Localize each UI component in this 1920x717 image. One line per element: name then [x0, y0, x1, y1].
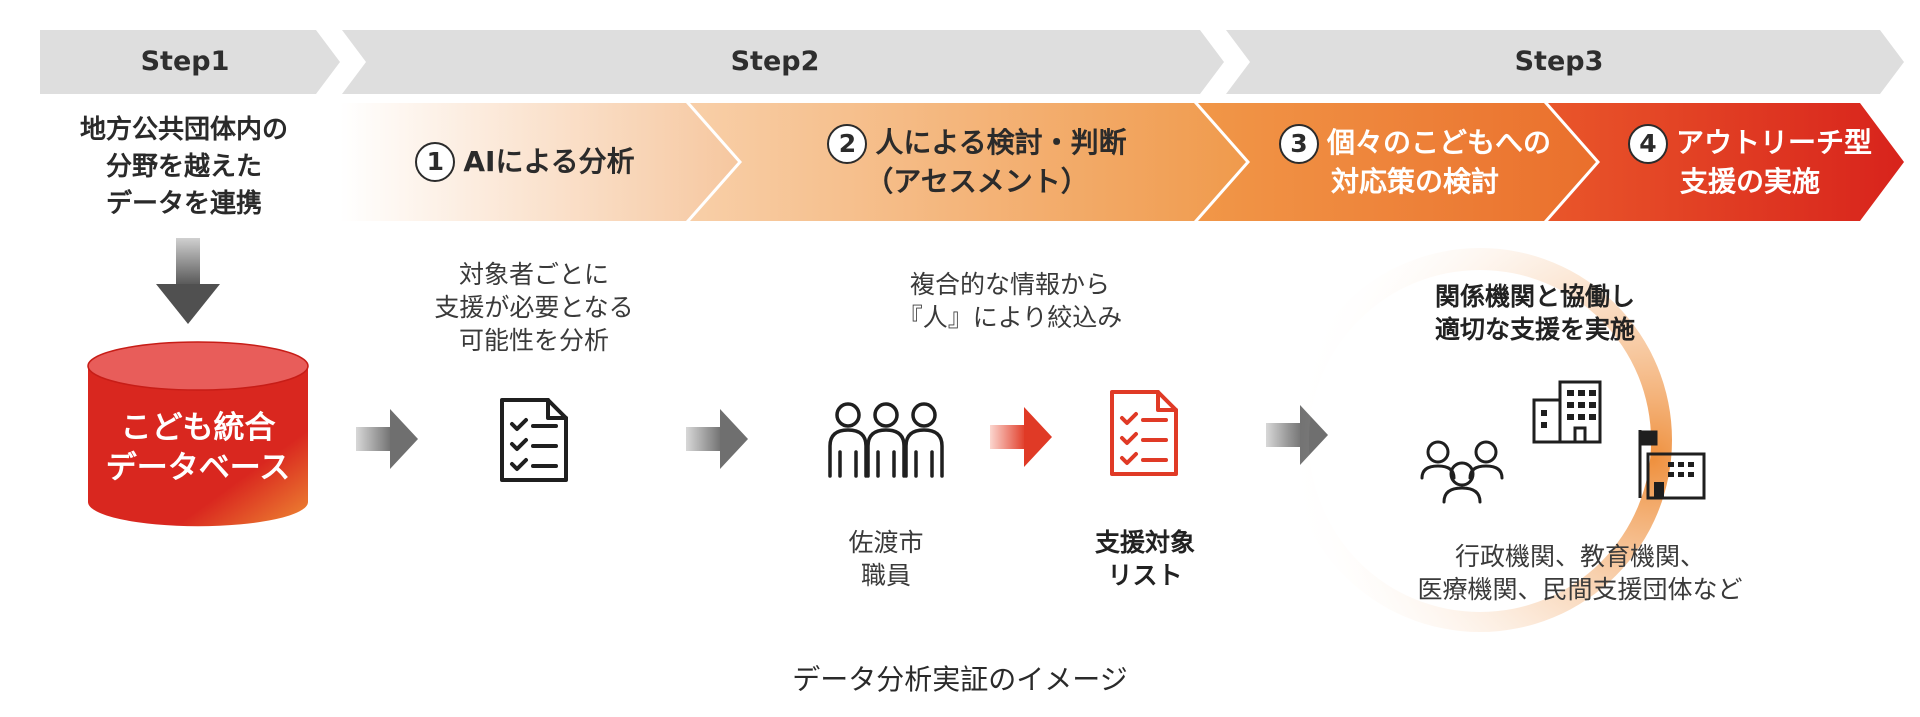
office-building-icon: [1532, 380, 1602, 444]
database-label: こども統合 データベース: [88, 408, 308, 488]
people-icon: [828, 402, 944, 478]
agencies-line: 行政機関、教育機関、: [1454, 542, 1705, 571]
school-building-icon: [1638, 430, 1706, 500]
figure-caption: データ分析実証のイメージ: [792, 663, 1128, 696]
support-title: 関係機関と協働し 適切な支援を実施: [1400, 280, 1670, 346]
staff-label: 佐渡市 職員: [816, 526, 956, 592]
database-icon: [87, 341, 309, 527]
agencies-line: 医療機関、民間支援団体など: [1417, 575, 1743, 604]
support-title-line: 適切な支援を実施: [1434, 315, 1635, 344]
flow-arrow-1: [356, 409, 418, 469]
step1-description-line: 地方公共団体内の: [79, 115, 288, 145]
analysis-note-line: 対象者ごとに: [458, 260, 609, 289]
phase-title-line: 個々のこどもへの: [1326, 126, 1551, 159]
step3-bar: [1226, 30, 1904, 94]
staff-label-line: 佐渡市: [848, 528, 924, 557]
analysis-note-line: 可能性を分析: [458, 326, 609, 355]
agencies-label: 行政機関、教育機関、 医療機関、民間支援団体など: [1390, 540, 1770, 606]
flow-arrow-2: [686, 409, 748, 469]
phase-number-badge: 1: [415, 142, 456, 182]
phase-title-line: 対応策の検討: [1330, 165, 1499, 198]
checklist-document-icon: [500, 398, 568, 482]
phase-title-line: 支援の実施: [1679, 165, 1820, 198]
phase-title-line: アウトリーチ型: [1675, 126, 1872, 159]
step3-label: Step3: [1514, 46, 1604, 77]
assessment-note: 複合的な情報から 『人』により絞込み: [860, 268, 1160, 334]
step1-bar: [40, 30, 340, 94]
support-target-list-label: 支援対象 リスト: [1080, 526, 1210, 592]
database-label-line: こども統合: [120, 410, 276, 446]
step2-bar: [342, 30, 1224, 94]
down-arrow-icon: [156, 238, 220, 324]
analysis-note-line: 支援が必要となる: [434, 293, 634, 322]
group-icon: [1420, 440, 1504, 504]
step1-description-line: 分野を越えた: [105, 152, 262, 182]
step1-description-line: データを連携: [105, 189, 262, 219]
phase-number-badge: 2: [827, 124, 868, 164]
step1-label: Step1: [140, 46, 230, 77]
step2-label: Step2: [730, 46, 820, 77]
phase-number-badge: 4: [1627, 124, 1668, 164]
step1-description: 地方公共団体内の 分野を越えた データを連携: [34, 112, 334, 223]
phase-1-title: AIによる分析: [463, 144, 634, 180]
phase-title-line: AIによる分析: [463, 145, 635, 178]
phase1-chevron: [340, 103, 738, 221]
staff-label-line: 職員: [860, 561, 911, 590]
flow-arrow-3-red: [990, 407, 1052, 467]
assessment-note-line: 複合的な情報から: [909, 270, 1110, 299]
database-label-line: データベース: [105, 450, 291, 486]
phase-title-line: 人による検討・判断: [875, 126, 1127, 159]
assessment-note-line: 『人』により絞込み: [897, 303, 1123, 332]
list-label-line: リスト: [1107, 561, 1183, 590]
analysis-note: 対象者ごとに 支援が必要となる 可能性を分析: [404, 258, 664, 357]
phase-1: 1 AIによる分析: [340, 103, 710, 221]
support-title-line: 関係機関と協働し: [1434, 282, 1635, 311]
list-label-line: 支援対象: [1094, 528, 1195, 557]
phase-number-badge: 3: [1278, 124, 1319, 164]
phase-title-line: （アセスメント）: [865, 165, 1089, 198]
red-checklist-icon: [1110, 390, 1178, 476]
